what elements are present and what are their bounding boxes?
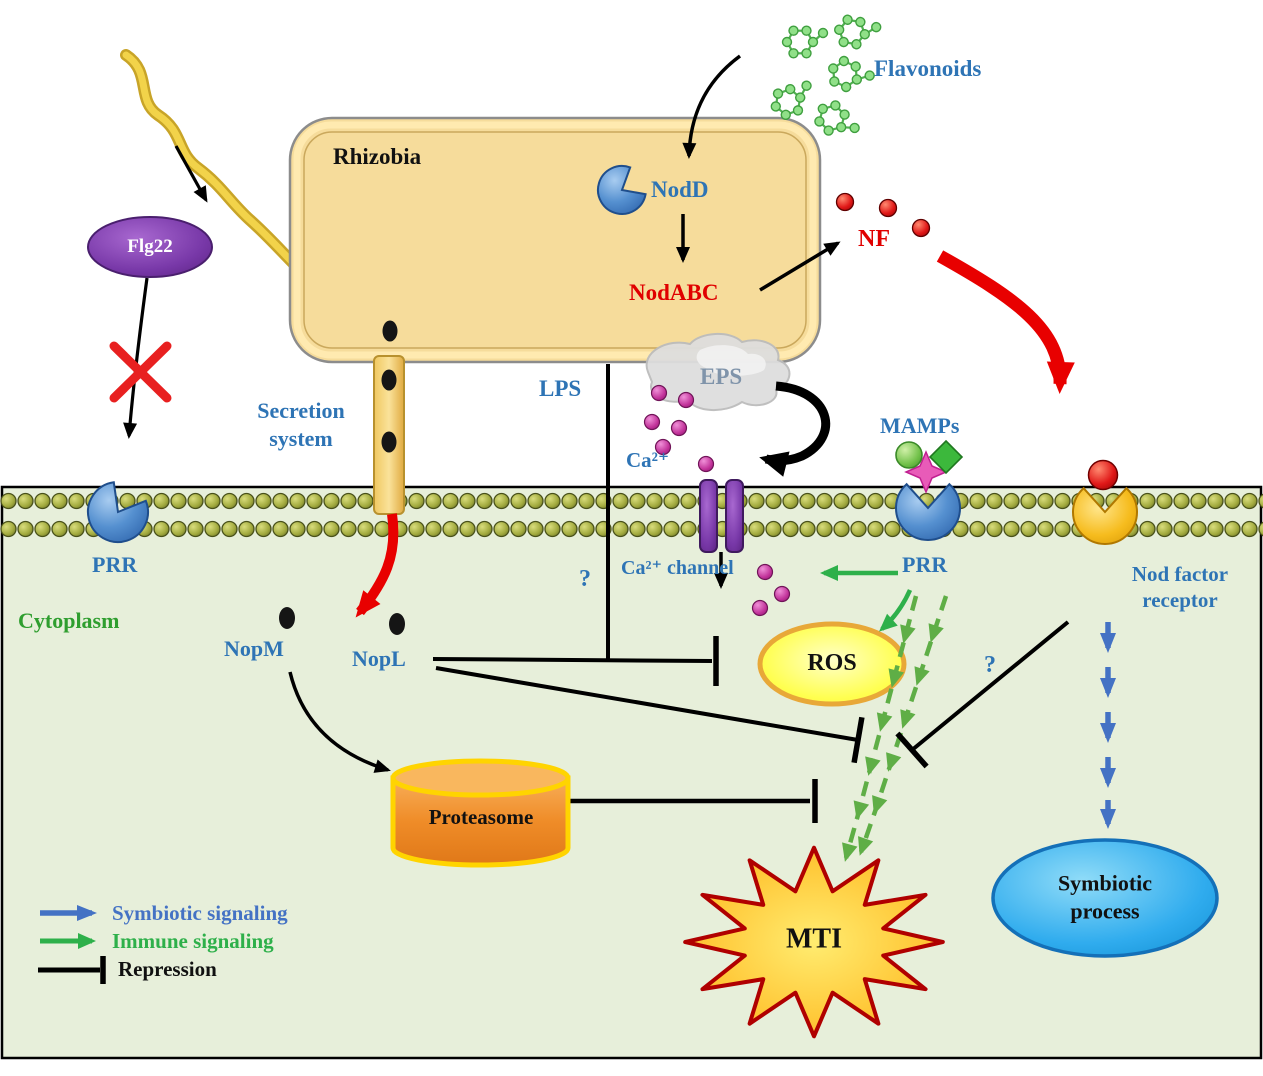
- rhizobia-cell: [288, 116, 822, 364]
- nopl-label: NopL: [352, 646, 406, 671]
- immune-signal-chain-1: [842, 595, 919, 862]
- nopl-effector-dot: [389, 613, 405, 635]
- cytoplasm-label: Cytoplasm: [18, 608, 120, 633]
- mamps-label: MAMPs: [880, 413, 960, 438]
- symbiotic-process-ellipse: [991, 838, 1219, 958]
- nopm-label: NopM: [224, 636, 284, 661]
- effector-dots: [381, 320, 398, 453]
- plasma-membrane: [0, 487, 1263, 543]
- legend-symbiotic-signaling: Symbiotic signaling: [112, 901, 288, 925]
- lps-label: LPS: [539, 376, 582, 401]
- nodd-protein: [597, 164, 647, 215]
- nod-factor-receptor-label: Nod factor receptor: [1131, 562, 1229, 613]
- repression-proteasome-to-immune: [570, 779, 818, 823]
- proteasome-label: Proteasome: [428, 804, 534, 829]
- ca-ion-dots: [643, 384, 715, 473]
- nf-particles: [835, 192, 931, 238]
- eps-blob: [645, 333, 791, 412]
- cytoplasm-background: [0, 485, 1263, 1060]
- flavonoids-label: Flavonoids: [874, 56, 982, 81]
- ca-channel: [699, 479, 744, 553]
- nodd-label: NodD: [651, 177, 709, 202]
- question-mark-nfr: ?: [984, 652, 996, 678]
- flg22-label: Flg22: [127, 236, 173, 258]
- nod-factor-receptor: [1072, 459, 1138, 545]
- mti-label: MTI: [786, 923, 842, 955]
- ca-channel-label: Ca²⁺ channel: [621, 557, 734, 579]
- secretion-red-arrow: [355, 513, 399, 618]
- ros-label: ROS: [807, 650, 857, 676]
- eps-label: EPS: [700, 364, 743, 389]
- prr-left-label: PRR: [92, 552, 138, 577]
- prr-right-label: PRR: [902, 552, 948, 577]
- repression-nfr-to-immune: [895, 620, 1070, 769]
- repression-nopl-to-immune: [435, 666, 865, 764]
- nodabc-to-nf-arrow: [759, 241, 841, 292]
- flagellum-to-flg22-arrow: [174, 145, 208, 203]
- repression-nopl-lps-to-ros: [432, 636, 719, 686]
- nodabc-label: NodABC: [629, 280, 719, 305]
- legend-repression: Repression: [118, 957, 217, 981]
- nopm-effector-dot: [279, 607, 295, 629]
- mti-starburst: [685, 848, 943, 1037]
- proteasome-cylinder: [390, 758, 571, 868]
- symbiotic-process-label: Symbiotic process: [1057, 870, 1153, 924]
- legend-immune-signaling: Immune signaling: [112, 929, 274, 953]
- ca-ion-label: Ca²⁺: [626, 448, 670, 472]
- rhizobia-label: Rhizobia: [333, 144, 422, 169]
- secretion-system-label: Secretion system: [257, 398, 345, 451]
- ca-ion-dots-cytoplasm: [751, 563, 791, 617]
- mamps-ligands: [895, 439, 964, 494]
- nf-signal-red-arrow: [936, 250, 1075, 394]
- flg22-to-prr-arrow: [123, 277, 149, 439]
- prr-receptor-right: [895, 482, 961, 541]
- flavonoid-to-nodd-arrow: [682, 54, 742, 159]
- prr-receptor-left: [87, 481, 149, 544]
- flagellum: [120, 49, 304, 274]
- blocked-x-icon: [109, 341, 172, 403]
- legend-glyphs: [38, 905, 106, 984]
- immune-signal-chain-2: [858, 595, 949, 856]
- flg22-ellipse: [87, 216, 213, 278]
- question-mark-lps: ?: [579, 566, 591, 592]
- nopm-to-proteasome-arrow: [288, 671, 391, 773]
- nf-label: NF: [858, 226, 890, 252]
- eps-uptake-arrow: [759, 381, 831, 477]
